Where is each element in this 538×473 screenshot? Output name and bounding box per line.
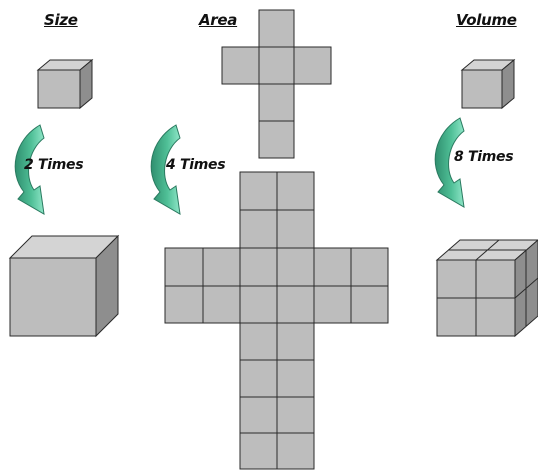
heading-area: Area xyxy=(199,11,238,29)
curved-arrow-icon xyxy=(14,124,45,215)
small-cube-net xyxy=(221,9,332,159)
eight-cube-block xyxy=(435,239,538,338)
large-cube-net xyxy=(164,171,389,470)
curved-arrow-icon xyxy=(150,124,181,215)
small-cube-volume xyxy=(460,58,516,110)
multiplier-size: 2 Times xyxy=(24,157,84,173)
small-cube-size xyxy=(36,58,94,110)
multiplier-volume: 8 Times xyxy=(454,149,514,165)
heading-size: Size xyxy=(44,11,78,29)
multiplier-area: 4 Times xyxy=(166,157,226,173)
heading-volume: Volume xyxy=(456,11,517,29)
curved-arrow-icon xyxy=(434,117,465,208)
large-cube-size xyxy=(8,234,120,338)
